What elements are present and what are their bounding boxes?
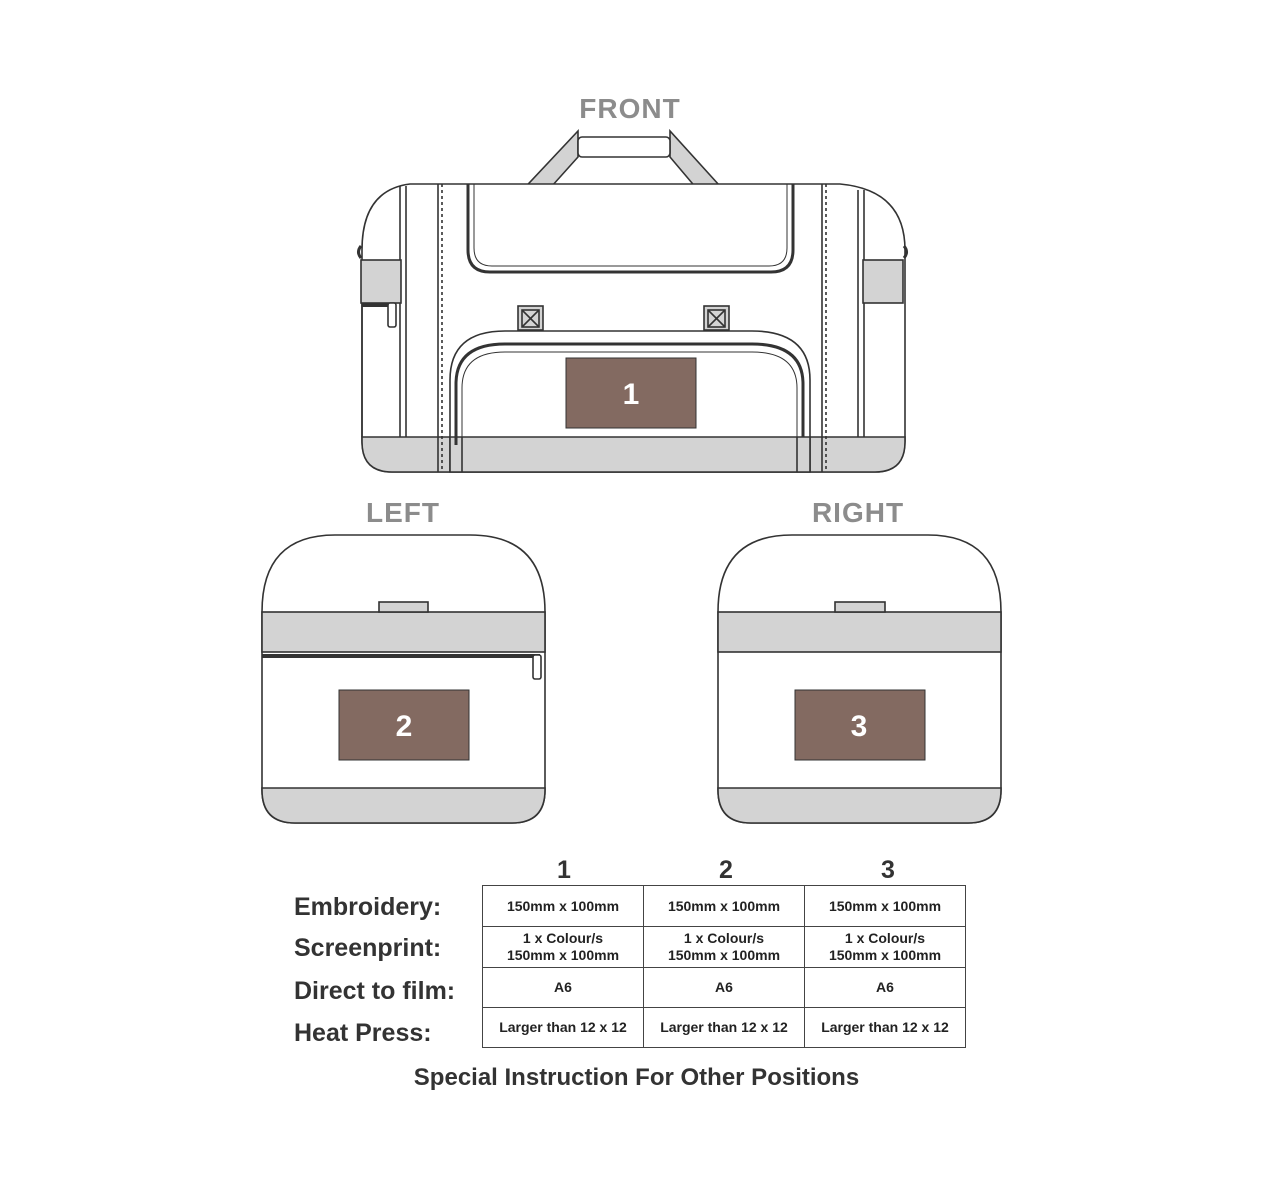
front-side-tab-right	[862, 259, 904, 304]
spec-table: 150mm x 100mm 150mm x 100mm 150mm x 100m…	[482, 885, 966, 1048]
print-area-3	[794, 689, 926, 761]
table-cell: A6	[804, 967, 966, 1008]
cell-text: 150mm x 100mm	[667, 947, 781, 963]
cell-text: 150mm x 100mm	[667, 897, 781, 914]
spec-column-header-2: 2	[719, 856, 733, 884]
front-top-pocket	[466, 184, 795, 274]
cell-text: Larger than 12 x 12	[499, 1019, 627, 1035]
right-bag-drawing	[717, 534, 1002, 824]
spec-column-header-3: 3	[881, 856, 895, 884]
front-bag-drawing	[357, 128, 908, 473]
bag-diagram: 1 2 3	[261, 128, 1002, 824]
cell-text: 150mm x 100mm	[506, 897, 620, 914]
left-bag-body	[261, 534, 546, 824]
left-view-title: LEFT	[366, 497, 440, 528]
right-bottom-panel	[717, 787, 1002, 824]
cell-text: Larger than 12 x 12	[660, 1019, 788, 1035]
cell-text: 150mm x 100mm	[828, 897, 942, 914]
table-cell: Larger than 12 x 12	[804, 1007, 966, 1048]
table-row: 150mm x 100mm 150mm x 100mm 150mm x 100m…	[482, 885, 966, 927]
left-top-tab	[378, 601, 429, 613]
row-label-direct-to-film: Direct to film:	[294, 977, 456, 1005]
right-top-tab	[834, 601, 886, 613]
cell-text: A6	[715, 979, 733, 995]
cell-text: 150mm x 100mm	[828, 947, 942, 963]
row-label-screenprint: Screenprint:	[294, 934, 442, 962]
print-area-2	[338, 689, 470, 761]
right-view-title: RIGHT	[811, 497, 905, 528]
cell-text: A6	[876, 979, 894, 995]
table-cell: A6	[643, 967, 805, 1008]
table-cell: Larger than 12 x 12	[482, 1007, 644, 1048]
left-top-band	[261, 611, 546, 653]
table-cell: 150mm x 100mm	[643, 885, 805, 927]
right-top-band	[717, 611, 1002, 653]
table-row: Larger than 12 x 12 Larger than 12 x 12 …	[482, 1007, 966, 1048]
table-cell: A6	[482, 967, 644, 1008]
zipper-pull-icon	[532, 654, 542, 680]
special-instruction-text: Special Instruction For Other Positions	[413, 1064, 860, 1091]
row-label-heat-press: Heat Press:	[294, 1019, 432, 1047]
print-area-2-label: 2	[396, 710, 413, 743]
table-cell: 150mm x 100mm	[482, 885, 644, 927]
front-view-title: FRONT	[579, 93, 681, 124]
print-area-1-label: 1	[623, 378, 640, 411]
cell-text: 1 x Colour/s	[522, 930, 604, 946]
spec-column-header-1: 1	[557, 856, 571, 884]
cell-text: A6	[554, 979, 572, 995]
cell-text: 1 x Colour/s	[683, 930, 765, 946]
left-bag-drawing	[261, 534, 546, 824]
cell-text: 1 x Colour/s	[844, 930, 926, 946]
right-bag-body	[717, 534, 1002, 824]
row-label-embroidery: Embroidery:	[294, 893, 442, 921]
table-row: A6 A6 A6	[482, 967, 966, 1008]
table-cell: Larger than 12 x 12	[643, 1007, 805, 1048]
print-area-1	[565, 357, 697, 429]
cell-text: Larger than 12 x 12	[821, 1019, 949, 1035]
front-side-tab-left	[360, 259, 402, 304]
front-handle-grip	[577, 136, 671, 158]
cell-text: 150mm x 100mm	[506, 947, 620, 963]
left-bottom-panel	[261, 787, 546, 824]
print-area-3-label: 3	[851, 710, 868, 743]
zipper-pull-icon	[387, 302, 397, 328]
table-cell: 150mm x 100mm	[804, 885, 966, 927]
